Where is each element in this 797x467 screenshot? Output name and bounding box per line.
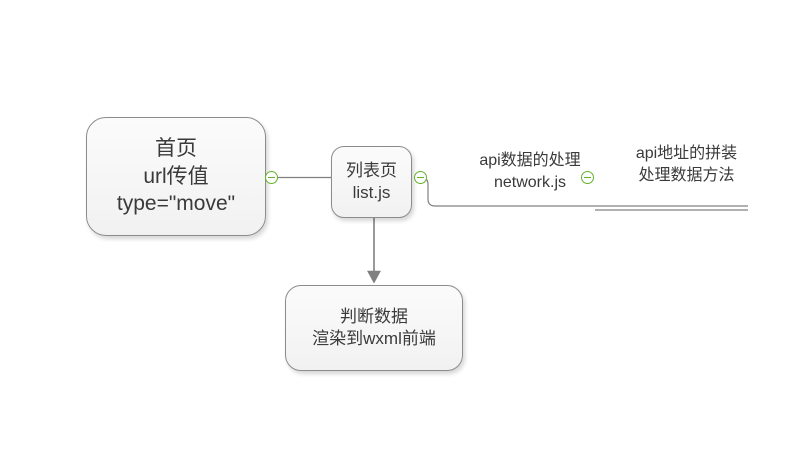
home-page-node-line-1: 首页 (155, 136, 197, 160)
minus-circle-icon[interactable] (581, 171, 594, 184)
api-url-label-line-1: api地址的拼装 (635, 145, 738, 162)
network-label-line-2: network.js (493, 173, 567, 191)
list-page-node[interactable]: 列表页 list.js (331, 146, 412, 218)
minus-circle-icon[interactable] (265, 171, 278, 184)
list-page-node-line-2: list.js (352, 183, 391, 202)
network-label[interactable]: api数据的处理 network.js (445, 150, 615, 194)
render-node-line-1: 判断数据 (340, 306, 408, 326)
network-label-line-1: api数据的处理 (479, 152, 581, 169)
home-page-node-line-3: type="move" (116, 192, 236, 216)
home-page-node[interactable]: 首页 url传值 type="move" (86, 117, 266, 236)
render-node-line-2: 渲染到wxml前端 (312, 329, 436, 348)
minus-circle-icon[interactable] (414, 171, 427, 184)
list-page-node-line-1: 列表页 (346, 160, 397, 180)
api-url-label-line-2: 处理数据方法 (638, 166, 735, 184)
home-page-node-line-2: url传值 (143, 164, 209, 188)
api-url-label[interactable]: api地址的拼装 处理数据方法 (604, 143, 769, 187)
render-node[interactable]: 判断数据 渲染到wxml前端 (285, 285, 463, 371)
arrowhead-icon (367, 270, 381, 284)
